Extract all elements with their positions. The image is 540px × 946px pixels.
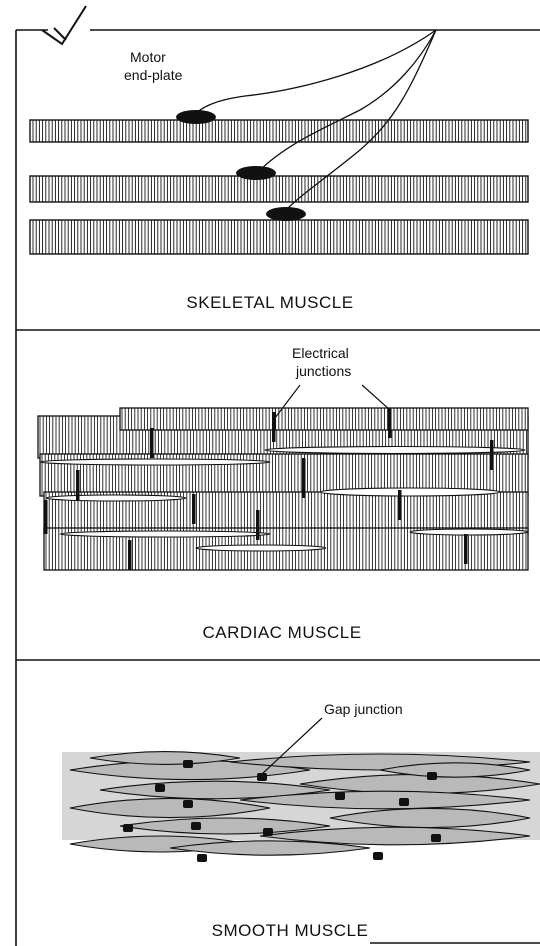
cardiac-fiber-gap <box>40 459 270 465</box>
gap-junction <box>257 773 267 781</box>
cardiac-fiber-gap <box>60 531 270 537</box>
intercalated-disc <box>76 470 80 500</box>
motor-end-plate <box>266 207 306 221</box>
cardiac-muscle-title: CARDIAC MUSCLE <box>202 623 361 642</box>
motor-end-plate-label-line2: end-plate <box>124 67 183 83</box>
gap-junction <box>197 854 207 862</box>
gap-junction <box>427 772 437 780</box>
skeletal-fiber <box>30 120 528 142</box>
skeletal-fiber <box>30 176 528 202</box>
cardiac-fiber-gap <box>265 447 525 454</box>
cardiac-fibers <box>38 408 528 570</box>
gap-junction <box>191 822 201 830</box>
cardiac-fiber-gap <box>320 488 500 496</box>
cardiac-muscle-panel: Electrical junctions CARDIAC MUSCLE <box>38 345 528 642</box>
skeletal-muscle-panel: Motor end-plate SKELETAL MUSCLE <box>30 30 528 312</box>
motor-end-plate <box>236 166 276 180</box>
gap-junction <box>183 800 193 808</box>
gap-junction <box>263 828 273 836</box>
gap-junction <box>183 760 193 768</box>
cardiac-fiber-gap <box>410 529 528 535</box>
gap-junction <box>335 792 345 800</box>
smooth-muscle-title: SMOOTH MUSCLE <box>212 921 369 940</box>
intercalated-disc <box>272 412 276 442</box>
gap-junction <box>123 824 133 832</box>
gap-junction <box>373 852 383 860</box>
intercalated-disc <box>256 510 260 540</box>
check-mark-scribble <box>42 6 86 44</box>
smooth-muscle-panel: Gap junction SMOOTH MUSCLE <box>62 701 540 940</box>
intercalated-disc <box>490 440 494 470</box>
skeletal-muscle-title: SKELETAL MUSCLE <box>186 293 353 312</box>
gap-junction <box>399 798 409 806</box>
electrical-junctions-label-line2: junctions <box>295 363 351 379</box>
gap-junction <box>155 784 165 792</box>
skeletal-fiber <box>30 220 528 254</box>
motor-end-plate-label-line1: Motor <box>130 49 166 65</box>
intercalated-disc <box>192 494 196 524</box>
smooth-muscle-cells <box>70 752 540 856</box>
intercalated-disc <box>128 540 132 570</box>
intercalated-disc <box>302 458 306 498</box>
gap-junction <box>431 834 441 842</box>
cardiac-fiber <box>120 408 528 430</box>
intercalated-disc <box>464 534 468 564</box>
motor-end-plate <box>176 110 216 124</box>
intercalated-disc <box>398 490 402 520</box>
intercalated-disc <box>150 428 154 458</box>
intercalated-disc <box>388 408 392 438</box>
skeletal-fibers <box>30 120 528 254</box>
gap-junction-label: Gap junction <box>324 701 403 717</box>
cardiac-fiber-gap <box>46 495 186 501</box>
intercalated-disc <box>44 500 48 534</box>
cardiac-fiber-gap <box>196 545 326 551</box>
electrical-junctions-label-line1: Electrical <box>292 345 349 361</box>
